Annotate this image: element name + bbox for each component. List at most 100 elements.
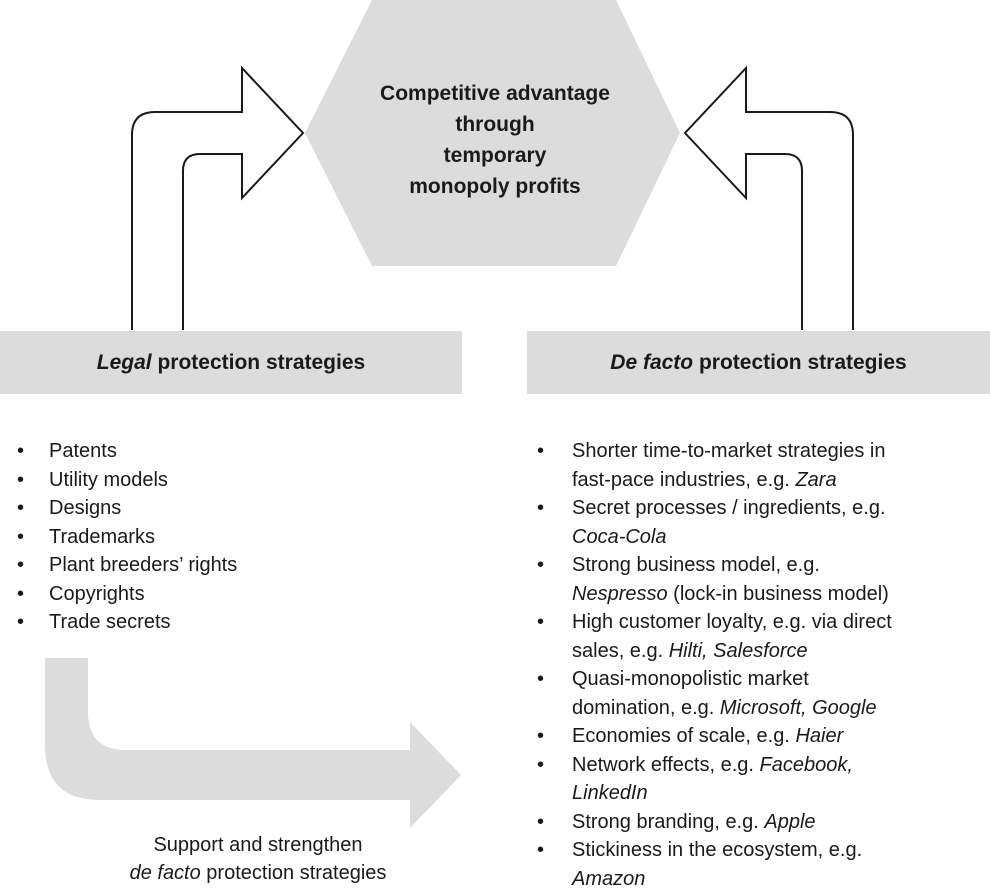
support-arrow xyxy=(45,658,461,828)
defacto-item-text: domination, e.g. xyxy=(572,697,720,719)
legal-item-text: Utility models xyxy=(49,469,168,491)
example-company: Facebook, xyxy=(760,754,853,776)
defacto-item-text: High customer loyalty, e.g. via direct xyxy=(572,611,892,633)
legal-item-text: Designs xyxy=(49,497,121,519)
defacto-title-em: De facto xyxy=(610,351,693,374)
defacto-item-line: Strong branding, e.g. Apple xyxy=(572,808,892,837)
legal-list-item: • Trademarks xyxy=(17,523,237,552)
bullet-icon: • xyxy=(537,494,544,523)
defacto-item-line: Stickiness in the ecosystem, e.g. xyxy=(572,836,892,865)
defacto-item-text: (lock-in business model) xyxy=(668,583,889,605)
bullet-icon: • xyxy=(537,551,544,580)
caption-line-1: Support and strengthen xyxy=(88,831,428,859)
bullet-icon: • xyxy=(537,808,544,837)
bullet-icon: • xyxy=(17,580,24,609)
bullet-icon: • xyxy=(537,608,544,637)
center-line: monopoly profits xyxy=(330,171,660,202)
center-line: temporary xyxy=(330,140,660,171)
legal-item-text: Plant breeders’ rights xyxy=(49,554,237,576)
legal-list-item: • Designs xyxy=(17,494,237,523)
support-caption: Support and strengthen de facto protecti… xyxy=(88,831,428,887)
defacto-list-item: • Stickiness in the ecosystem, e.g. Amazon xyxy=(537,836,892,893)
defacto-strategies-box: De facto protection strategies xyxy=(527,331,990,394)
example-company: Microsoft, Google xyxy=(720,697,877,719)
defacto-item-line: High customer loyalty, e.g. via direct xyxy=(572,608,892,637)
legal-title-rest: protection strategies xyxy=(152,351,366,374)
defacto-list-item: • Quasi-monopolistic market domination, e.… xyxy=(537,665,892,722)
defacto-item-line: LinkedIn xyxy=(572,779,892,808)
bullet-icon: • xyxy=(537,751,544,780)
bullet-icon: • xyxy=(537,437,544,466)
legal-item-text: Trade secrets xyxy=(49,611,171,633)
example-company: Hilti, Salesforce xyxy=(669,640,808,662)
defacto-item-line: Secret processes / ingredients, e.g. xyxy=(572,494,892,523)
defacto-item-text: Strong business model, e.g. xyxy=(572,554,820,576)
legal-title: Legal protection strategies xyxy=(97,351,365,375)
legal-list-item: • Trade secrets xyxy=(17,608,237,637)
example-company: Amazon xyxy=(572,868,645,890)
defacto-item-line: Economies of scale, e.g. Haier xyxy=(572,722,892,751)
defacto-item-text: Quasi-monopolistic market xyxy=(572,668,809,690)
example-company: Coca-Cola xyxy=(572,526,666,548)
caption-em: de facto xyxy=(130,862,201,884)
left-up-arrow xyxy=(132,68,303,330)
defacto-list-item: • Strong branding, e.g. Apple xyxy=(537,808,892,837)
legal-list-item: • Patents xyxy=(17,437,237,466)
defacto-item-text: Secret processes / ingredients, e.g. xyxy=(572,497,886,519)
defacto-title-rest: protection strategies xyxy=(693,351,907,374)
defacto-item-text: Shorter time-to-market strategies in xyxy=(572,440,885,462)
defacto-item-text: Economies of scale, e.g. xyxy=(572,725,795,747)
bullet-icon: • xyxy=(537,722,544,751)
defacto-list-item: • High customer loyalty, e.g. via direct s… xyxy=(537,608,892,665)
defacto-item-line: Strong business model, e.g. xyxy=(572,551,892,580)
defacto-item-line: Nespresso (lock-in business model) xyxy=(572,580,892,609)
legal-list-item: • Plant breeders’ rights xyxy=(17,551,237,580)
defacto-item-text: Strong branding, e.g. xyxy=(572,811,764,833)
defacto-list-item: • Secret processes / ingredients, e.g. Coc… xyxy=(537,494,892,551)
caption-line-2: de facto protection strategies xyxy=(88,859,428,887)
example-company: LinkedIn xyxy=(572,782,648,804)
defacto-item-line: Network effects, e.g. Facebook, xyxy=(572,751,892,780)
example-company: Zara xyxy=(795,469,836,491)
example-company: Apple xyxy=(764,811,815,833)
right-up-arrow xyxy=(685,68,853,330)
defacto-item-text: Stickiness in the ecosystem, e.g. xyxy=(572,839,862,861)
legal-strategies-list: • Patents • Utility models • Designs • Trademar… xyxy=(17,437,237,637)
legal-list-item: • Utility models xyxy=(17,466,237,495)
bullet-icon: • xyxy=(537,665,544,694)
defacto-title: De facto protection strategies xyxy=(610,351,906,375)
bullet-icon: • xyxy=(17,551,24,580)
defacto-list-item: •Network effects, e.g. Facebook,LinkedIn xyxy=(537,751,892,808)
legal-item-text: Trademarks xyxy=(49,526,155,548)
bullet-icon: • xyxy=(17,523,24,552)
defacto-item-text: fast-pace industries, e.g. xyxy=(572,469,795,491)
defacto-list-item: • Economies of scale, e.g. Haier xyxy=(537,722,892,751)
legal-item-text: Patents xyxy=(49,440,117,462)
defacto-item-line: Quasi-monopolistic market xyxy=(572,665,892,694)
example-company: Haier xyxy=(795,725,843,747)
center-line: through xyxy=(330,109,660,140)
defacto-item-line: Coca-Cola xyxy=(572,523,892,552)
caption-rest: protection strategies xyxy=(201,862,387,884)
legal-item-text: Copyrights xyxy=(49,583,145,605)
bullet-icon: • xyxy=(17,494,24,523)
bullet-icon: • xyxy=(17,437,24,466)
defacto-item-line: fast-pace industries, e.g. Zara xyxy=(572,466,892,495)
example-company: Nespresso xyxy=(572,583,668,605)
legal-strategies-box: Legal protection strategies xyxy=(0,331,462,394)
defacto-list-item: • Strong business model, e.g. Nespresso (l… xyxy=(537,551,892,608)
bullet-icon: • xyxy=(17,466,24,495)
bullet-icon: • xyxy=(17,608,24,637)
defacto-item-line: sales, e.g. Hilti, Salesforce xyxy=(572,637,892,666)
center-hexagon-text: Competitive advantage through temporary … xyxy=(330,78,660,202)
center-line: Competitive advantage xyxy=(330,78,660,109)
legal-title-em: Legal xyxy=(97,351,152,374)
defacto-list-item: • Shorter time-to-market strategies in fas… xyxy=(537,437,892,494)
legal-list-item: • Copyrights xyxy=(17,580,237,609)
defacto-item-text: Network effects, e.g. xyxy=(572,754,760,776)
bullet-icon: • xyxy=(537,836,544,865)
defacto-item-line: Shorter time-to-market strategies in xyxy=(572,437,892,466)
defacto-strategies-list: • Shorter time-to-market strategies in fas… xyxy=(537,437,892,893)
defacto-item-line: domination, e.g. Microsoft, Google xyxy=(572,694,892,723)
defacto-item-line: Amazon xyxy=(572,865,892,893)
